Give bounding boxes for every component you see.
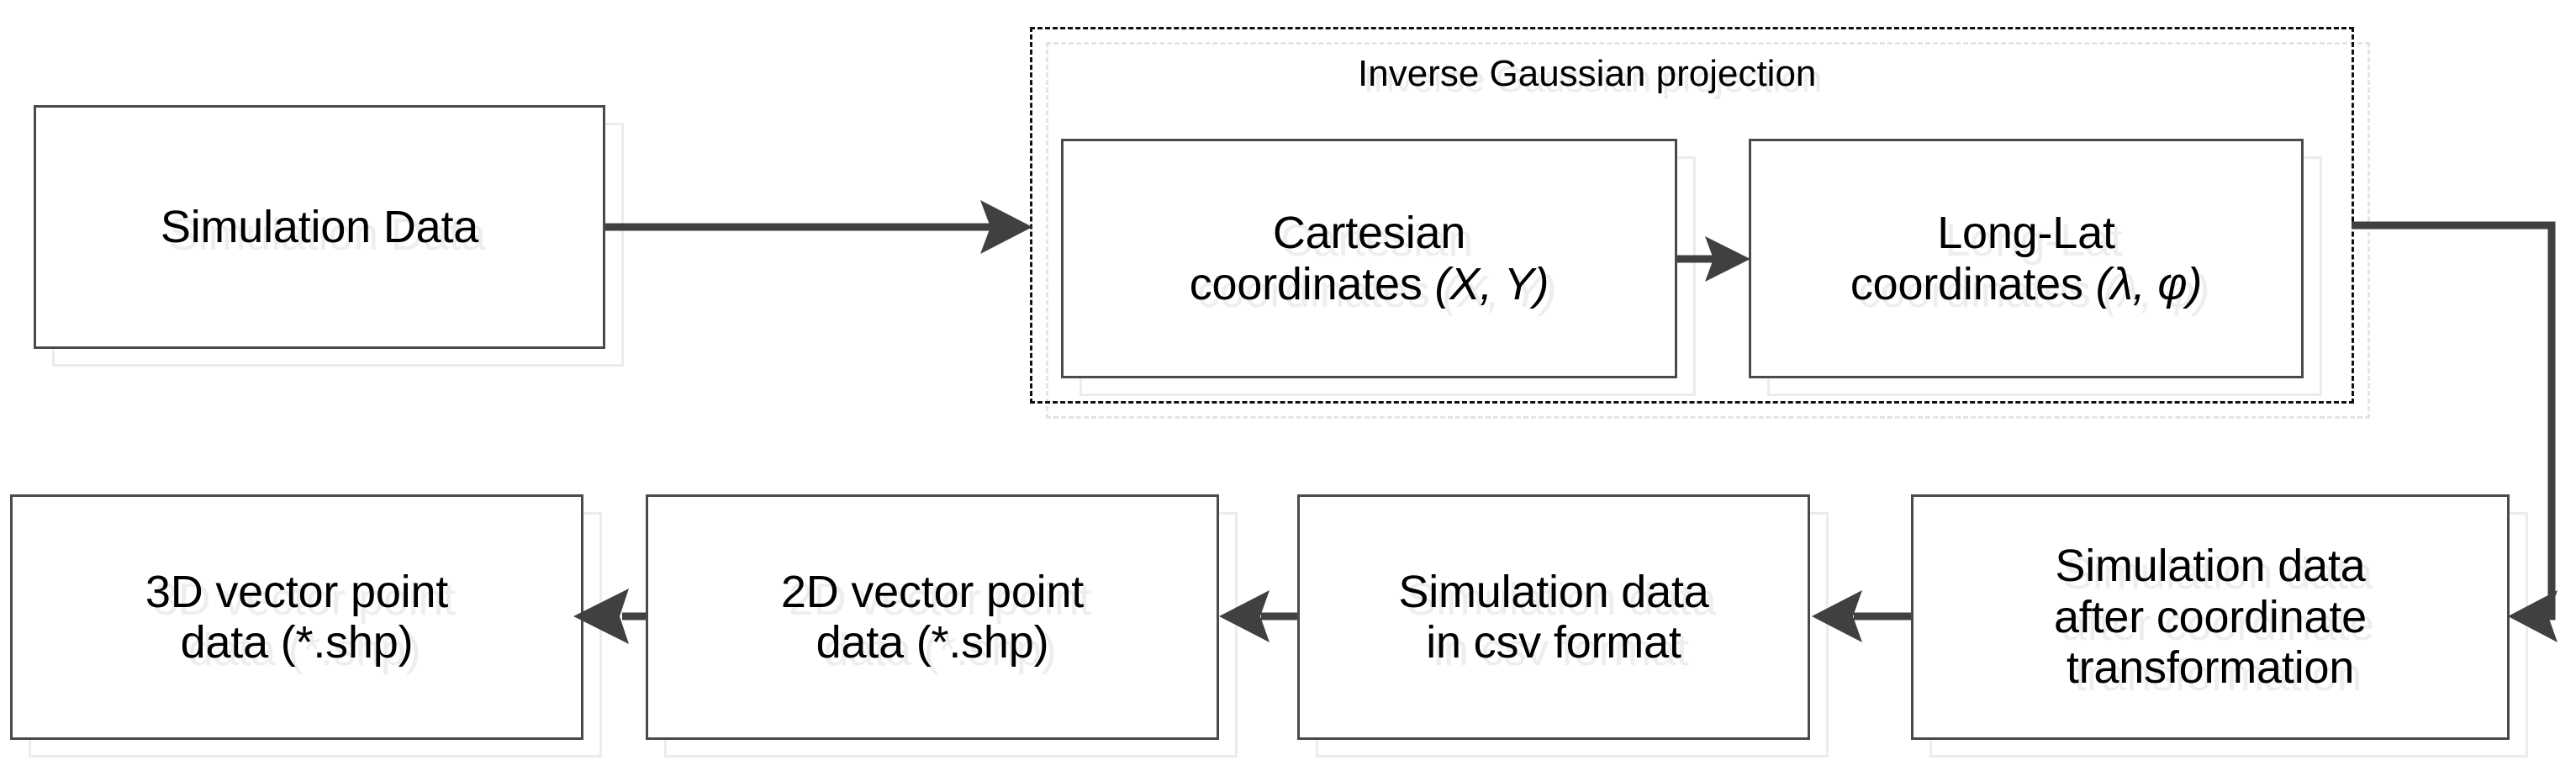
node-3d-vector-point-data-label: 3D vector point data (*.shp)	[145, 566, 449, 668]
arrow-head-right-1	[980, 200, 1032, 254]
node-simulation-data-csv[interactable]: Simulation data in csv format	[1297, 494, 1810, 740]
edge-simulation-data-to-projection	[605, 200, 1032, 254]
node-simulation-data-after-transformation-label: Simulation data after coordinate transfo…	[2053, 541, 2367, 694]
longlat-line-1: Long-Lat	[1937, 208, 2115, 259]
inverse-gaussian-projection-group-label: Inverse Gaussian projection	[1358, 53, 1817, 94]
node-3d-vector-point-data[interactable]: 3D vector point data (*.shp)	[10, 494, 583, 740]
cartesian-line-2-prefix: coordinates	[1189, 258, 1435, 309]
node-simulation-data[interactable]: Simulation Data	[34, 105, 605, 349]
cartesian-line-1: Cartesian	[1272, 208, 1466, 259]
node-2d-vector-point-data-label: 2D vector point data (*.shp)	[780, 566, 1085, 668]
longlat-line-2-prefix: coordinates	[1850, 258, 2096, 309]
longlat-line-2-italic: (λ, φ)	[2095, 258, 2203, 309]
node-simulation-data-label: Simulation Data	[160, 201, 479, 252]
node-2d-vector-point-data[interactable]: 2D vector point data (*.shp)	[646, 494, 1219, 740]
cartesian-line-2-italic: (X, Y)	[1434, 258, 1549, 309]
node-simulation-data-after-transformation[interactable]: Simulation data after coordinate transfo…	[1911, 494, 2510, 740]
node-simulation-data-csv-label: Simulation data in csv format	[1398, 566, 1709, 668]
